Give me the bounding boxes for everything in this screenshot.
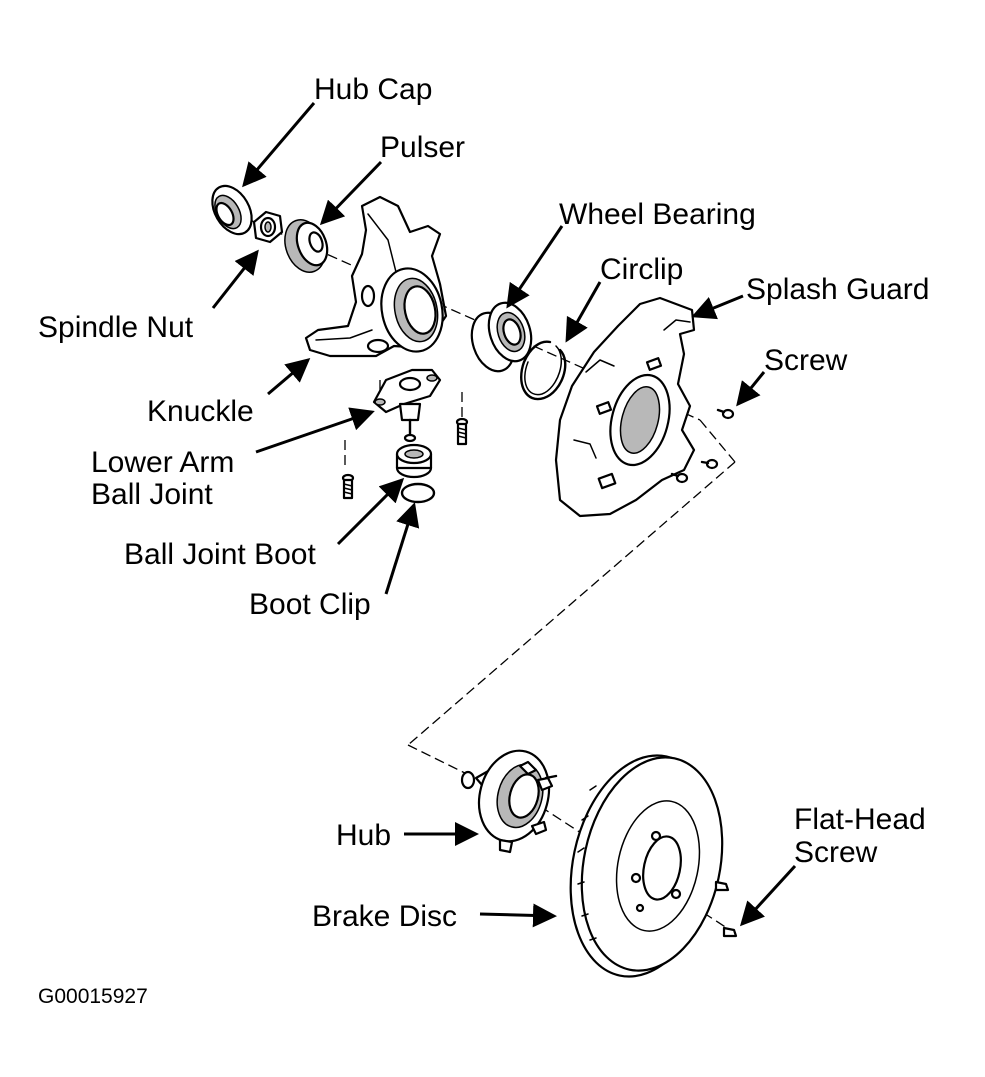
- lower-arm-ball-joint: [372, 368, 442, 443]
- ball-joint-boot: [395, 443, 433, 479]
- flat-head-screws: [714, 880, 738, 938]
- knuckle: [304, 195, 448, 358]
- brake-disc: [569, 754, 724, 978]
- label-lower-arm-line1: Lower Arm: [91, 446, 234, 479]
- label-pulser: Pulser: [380, 131, 465, 164]
- circlip: [520, 340, 567, 401]
- label-hub-cap: Hub Cap: [314, 73, 432, 106]
- label-boot-clip: Boot Clip: [249, 588, 371, 621]
- hub: [460, 749, 558, 854]
- screws-splash-guard: [670, 408, 735, 484]
- spindle-nut: [252, 210, 284, 244]
- hub-cap: [211, 184, 253, 236]
- ball-joint-bolts: [341, 417, 469, 500]
- label-ball-joint-boot: Ball Joint Boot: [124, 538, 316, 571]
- boot-clip: [400, 482, 436, 504]
- label-splash-guard: Splash Guard: [746, 273, 929, 306]
- leader-lines: [211, 102, 797, 928]
- label-wheel-bearing: Wheel Bearing: [559, 198, 756, 231]
- pulser: [284, 219, 329, 273]
- label-circlip: Circlip: [600, 253, 683, 286]
- wheel-bearing: [470, 301, 533, 373]
- splash-guard: [554, 296, 696, 518]
- label-flat-head-line2: Screw: [794, 836, 878, 869]
- label-flat-head-line1: Flat-Head: [794, 803, 926, 836]
- label-brake-disc: Brake Disc: [312, 900, 457, 933]
- label-spindle-nut: Spindle Nut: [38, 311, 194, 344]
- label-screw: Screw: [764, 344, 848, 377]
- label-knuckle: Knuckle: [147, 395, 254, 428]
- label-hub: Hub: [336, 819, 391, 852]
- label-lower-arm-line2: Ball Joint: [91, 478, 213, 511]
- figure-code: G00015927: [38, 985, 148, 1008]
